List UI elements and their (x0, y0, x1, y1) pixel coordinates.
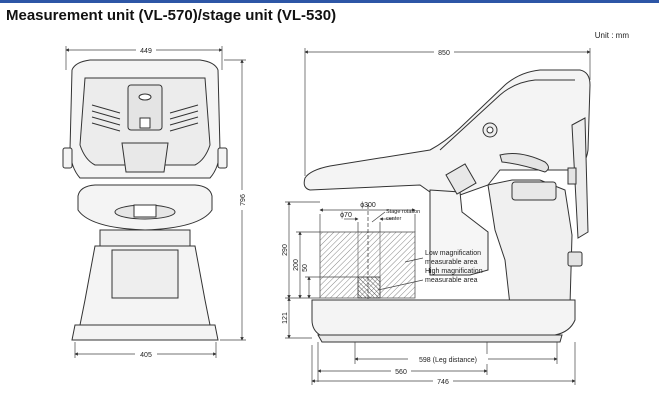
page-title: Measurement unit (VL-570)/stage unit (VL… (6, 7, 337, 24)
diameter-300: ϕ300 (360, 202, 376, 209)
front-width-top: 449 (140, 48, 152, 55)
low-mag-label-1: Low magnification (425, 250, 481, 257)
height-50: 50 (302, 264, 309, 272)
title-accent-bar (0, 0, 659, 3)
stage-rotation-label-2: center (386, 216, 401, 222)
measurable-areas (319, 205, 416, 300)
side-view (303, 69, 591, 343)
high-mag-area (357, 276, 381, 299)
front-view (62, 59, 228, 341)
front-width-bottom: 405 (140, 352, 152, 359)
low-mag-label-2: measurable area (425, 259, 478, 266)
leg-distance: 598 (Leg distance) (419, 357, 477, 364)
height-121: 121 (282, 312, 289, 324)
height-200: 200 (293, 259, 300, 271)
base-560: 560 (395, 369, 407, 376)
side-dimensions (285, 48, 591, 385)
high-mag-label-1: High magnification (425, 268, 483, 275)
base-746: 746 (437, 379, 449, 386)
height-290: 290 (282, 244, 289, 256)
side-width-top: 850 (438, 50, 450, 57)
high-mag-label-2: measurable area (425, 277, 478, 284)
unit-note: Unit : mm (594, 31, 629, 40)
diameter-70: ϕ70 (340, 212, 352, 219)
front-height: 796 (240, 194, 247, 206)
stage-rotation-label-1: Stage rotation (386, 209, 420, 215)
